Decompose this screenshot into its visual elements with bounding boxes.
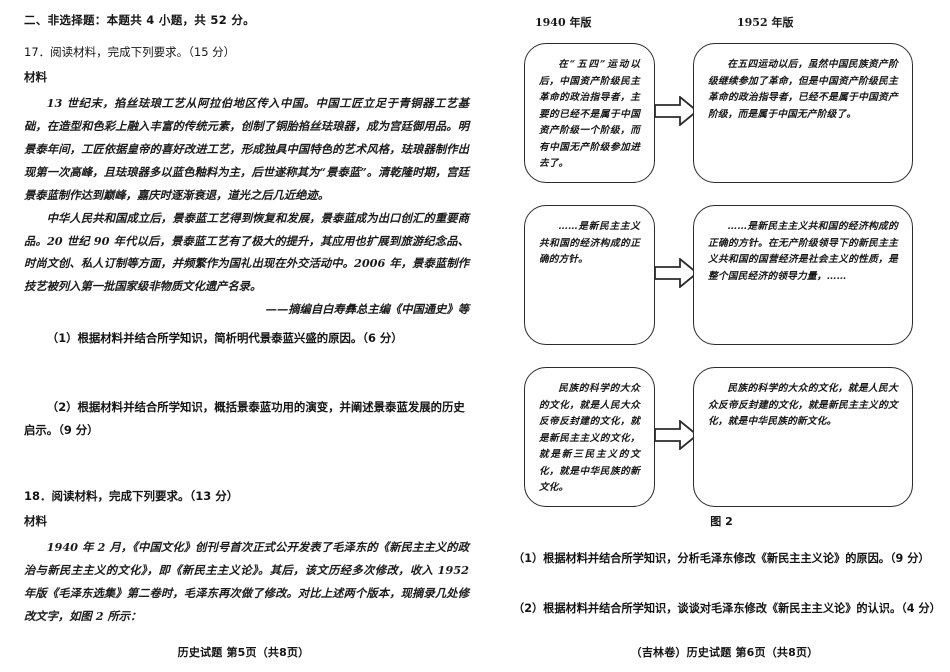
section-heading: 二、非选择题：本题共 4 小题，共 52 分。 (24, 13, 255, 27)
version-label-1952: 1952 年版 (737, 16, 794, 29)
right-page-footer: （吉林卷）历史试题 第6页（共8页） (630, 646, 819, 659)
question-17-sub-1: （1）根据材料并结合所学知识，简析明代景泰蓝兴盛的原因。（6 分） (46, 331, 403, 346)
comparison-row-3-right-box: 民族的科学的大众的文化，就是人民大众反帝反封建的文化，就是新民主主义的文化，就是… (693, 367, 913, 507)
version-label-1940: 1940 年版 (535, 16, 592, 29)
figure-caption-text: 图 2 (710, 515, 733, 528)
comparison-row-1-left-text: 在“五四”运动以后，中国资产阶级民主革命的政治指导者，主要的已经不是属于中国资产… (539, 59, 640, 169)
comparison-row-2-right-box: ……是新民主主义共和国的经济构成的正确的方针。在无产阶级领导下的新民主主义共和国… (693, 205, 913, 345)
question-18-heading: 18．阅读材料，完成下列要求。（13 分） (24, 488, 239, 503)
question-18-paragraph-1: 1940 年 2 月，《中国文化》创刊号首次正式公开发表了毛泽东的《新民主主义的… (24, 539, 469, 623)
comparison-row-2-left-text: ……是新民主主义共和国的经济构成的正确的方针。 (539, 221, 640, 265)
comparison-row-3-left-box: 民族的科学的大众的文化，就是人民大众反帝反封建的文化，就是新民主主义的文化，就是… (524, 367, 655, 507)
question-18-sub-2: （2）根据材料并结合所学知识，谈谈对毛泽东修改《新民主主义论》的认识。（4 分） (513, 602, 941, 616)
figure-caption: 图 2 (487, 513, 950, 529)
question-18-sub-1: （1）根据材料并结合所学知识，分析毛泽东修改《新民主主义论》的原因。（9 分） (513, 552, 930, 566)
question-18-material-label: 材料 (24, 513, 47, 528)
comparison-row-2: ……是新民主主义共和国的经济构成的正确的方针。 ……是新民主主义共和国的经济构成… (487, 205, 950, 345)
answer-space-17-1 (24, 350, 469, 396)
right-arrow-icon (654, 96, 698, 126)
comparison-row-3: 民族的科学的大众的文化，就是人民大众反帝反封建的文化，就是新民主主义的文化，就是… (487, 367, 950, 507)
right-arrow-icon (654, 420, 698, 450)
comparison-row-1: 在“五四”运动以后，中国资产阶级民主革命的政治指导者，主要的已经不是属于中国资产… (487, 43, 950, 183)
question-17-paragraph-1: 13 世纪末，掐丝珐琅工艺从阿拉伯地区传入中国。中国工匠立足于青铜器工艺基础，在… (24, 96, 469, 202)
comparison-row-3-left-text: 民族的科学的大众的文化，就是人民大众反帝反封建的文化，就是新民主主义的文化，就是… (539, 383, 640, 493)
question-17-sub-2: （2）根据材料并结合所学知识，概括景泰蓝功用的演变，并阐述景泰蓝发展的历史启示。… (24, 400, 465, 437)
question-17-source: ——摘编自白寿彝总主编《中国通史》等 (265, 302, 469, 317)
comparison-row-2-left-box: ……是新民主主义共和国的经济构成的正确的方针。 (524, 205, 655, 345)
question-17-paragraph-2: 中华人民共和国成立后，景泰蓝工艺得到恢复和发展，景泰蓝成为出口创汇的重要商品。2… (24, 210, 469, 294)
exam-page-right: 1940 年版 1952 年版 在“五四”运动以后，中国资产阶级民主革命的政治指… (487, 0, 950, 672)
left-page-footer: 历史试题 第5页（共8页） (177, 646, 310, 659)
version-label-row: 1940 年版 1952 年版 (487, 14, 950, 32)
right-page-content: 1940 年版 1952 年版 在“五四”运动以后，中国资产阶级民主革命的政治指… (487, 0, 950, 672)
comparison-row-1-left-box: 在“五四”运动以后，中国资产阶级民主革命的政治指导者，主要的已经不是属于中国资产… (524, 43, 655, 183)
comparison-row-1-right-text: 在五四运动以后，虽然中国民族资产阶级继续参加了革命，但是中国资产阶级民主革命的政… (708, 59, 898, 121)
answer-space-17-2 (24, 442, 469, 488)
comparison-row-2-right-text: ……是新民主主义共和国的经济构成的正确的方针。在无产阶级领导下的新民主主义共和国… (708, 221, 898, 283)
exam-page-left: 二、非选择题：本题共 4 小题，共 52 分。 17．阅读材料，完成下列要求。（… (24, 12, 469, 659)
left-page-content: 二、非选择题：本题共 4 小题，共 52 分。 17．阅读材料，完成下列要求。（… (24, 12, 469, 627)
comparison-row-1-right-box: 在五四运动以后，虽然中国民族资产阶级继续参加了革命，但是中国资产阶级民主革命的政… (693, 43, 913, 183)
right-arrow-icon (654, 258, 698, 288)
question-17-heading: 17．阅读材料，完成下列要求。（15 分） (24, 45, 236, 59)
comparison-row-3-right-text: 民族的科学的大众的文化，就是人民大众反帝反封建的文化，就是新民主主义的文化，就是… (708, 383, 898, 428)
question-17-material-label: 材料 (24, 70, 47, 84)
